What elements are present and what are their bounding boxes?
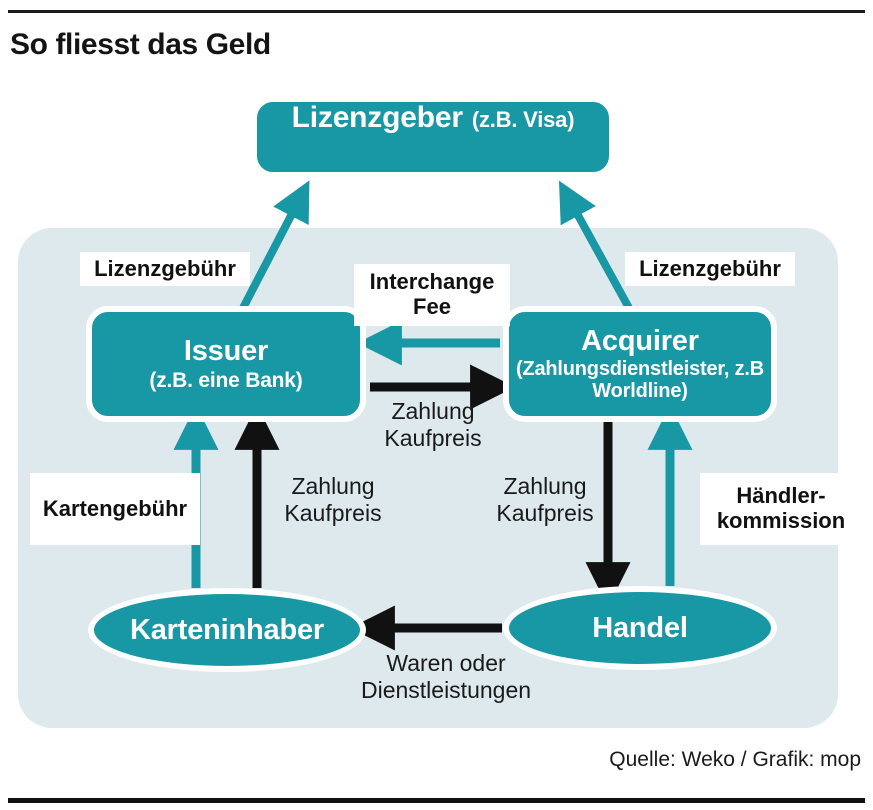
node-licensor[interactable]: Lizenzgeber (z.B. Visa) [251, 96, 615, 178]
node-acquirer-subtitle: (Zahlungsdienstleister, z.B Worldline) [516, 357, 764, 402]
node-acquirer[interactable]: Acquirer (Zahlungsdienstleister, z.B Wor… [503, 306, 777, 422]
node-merchant[interactable]: Handel [503, 586, 777, 670]
page-title: So fliesst das Geld [10, 28, 271, 61]
node-licensor-subtitle: (z.B. Visa) [471, 107, 575, 132]
bottom-rule [8, 798, 865, 803]
node-cardholder[interactable]: Karteninhaber [88, 588, 366, 672]
label-payment-cardholder-to-issuer: Zahlung Kaufpreis [284, 473, 382, 527]
node-issuer-subtitle: (z.B. eine Bank) [149, 369, 303, 393]
label-goods-or-services: Waren oder Dienstleistungen [360, 650, 532, 704]
label-payment-issuer-to-acquirer: Zahlung Kaufpreis [384, 398, 482, 452]
node-licensor-title: Lizenzgeber [291, 101, 463, 134]
label-interchange-fee: Interchange Fee [354, 264, 510, 326]
top-rule [8, 10, 865, 13]
label-payment-acquirer-to-merchant: Zahlung Kaufpreis [496, 473, 594, 527]
node-issuer[interactable]: Issuer (z.B. eine Bank) [86, 306, 366, 422]
label-license-fee-left: Lizenzgebühr [80, 252, 250, 286]
node-cardholder-title: Karteninhaber [130, 613, 324, 646]
node-acquirer-title: Acquirer [581, 325, 699, 358]
label-license-fee-right: Lizenzgebühr [625, 252, 795, 286]
node-merchant-title: Handel [592, 611, 688, 644]
node-issuer-title: Issuer [183, 334, 269, 367]
label-card-fee: Kartengebühr [30, 473, 200, 545]
label-merchant-commission: Händler- kommission [700, 473, 862, 545]
source-credit: Quelle: Weko / Grafik: mop [609, 748, 861, 771]
